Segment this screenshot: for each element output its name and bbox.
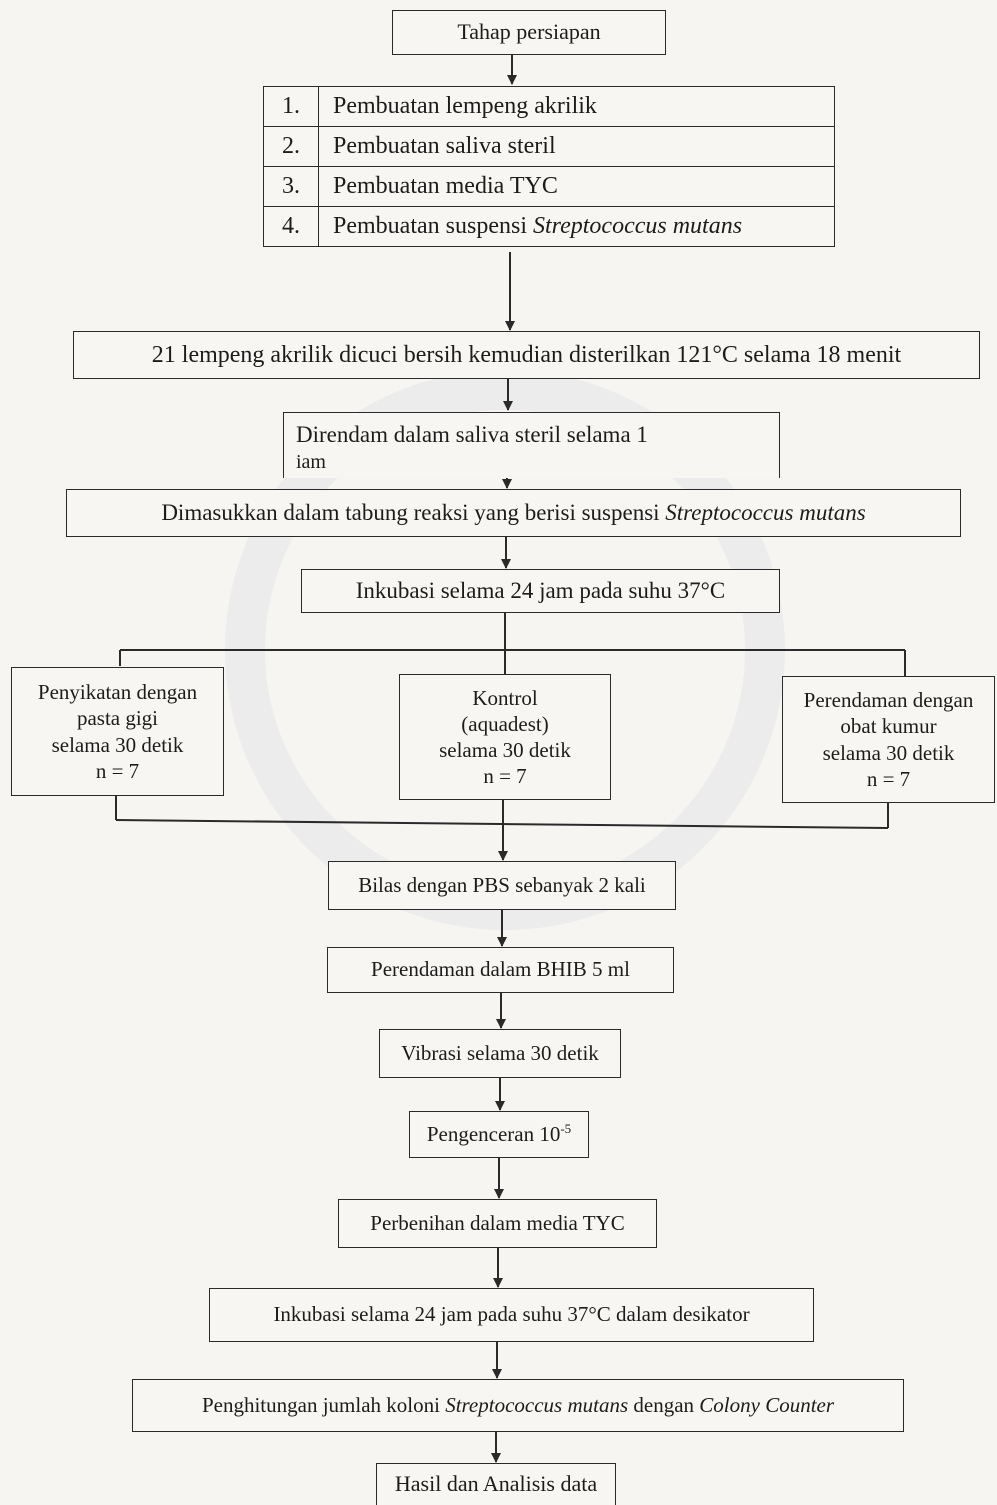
step-number: 4.	[263, 206, 319, 247]
step-text: Pembuatan suspensi Streptococcus mutans	[318, 206, 835, 247]
preparation-step-row: 1. Pembuatan lempeng akrilik	[263, 86, 835, 127]
test-tube-box: Dimasukkan dalam tabung reaksi yang beri…	[66, 489, 961, 537]
bhib-soak-box: Perendaman dalam BHIB 5 ml	[327, 947, 674, 993]
pbs-rinse-box: Bilas dengan PBS sebanyak 2 kali	[328, 861, 676, 910]
preparation-step-row: 3. Pembuatan media TYC	[263, 166, 835, 207]
colony-count-box: Penghitungan jumlah koloni Streptococcus…	[132, 1379, 904, 1432]
merge-bar-bottom	[115, 819, 889, 829]
preparation-steps-table: 1. Pembuatan lempeng akrilik 2. Pembuata…	[263, 86, 835, 247]
group-toothpaste-box: Penyikatan dengan pasta gigi selama 30 d…	[11, 667, 224, 796]
desiccator-incubation-box: Inkubasi selama 24 jam pada suhu 37°C da…	[209, 1288, 814, 1342]
step-text: Pembuatan lempeng akrilik	[318, 86, 835, 127]
step-number: 2.	[263, 126, 319, 167]
group-mouthwash-box: Perendaman dengan obat kumur selama 30 d…	[782, 676, 995, 803]
culture-box: Perbenihan dalam media TYC	[338, 1199, 657, 1248]
preparation-step-row: 4. Pembuatan suspensi Streptococcus muta…	[263, 206, 835, 247]
group-control-box: Kontrol (aquadest) selama 30 detik n = 7	[399, 674, 611, 800]
title-box: Tahap persiapan	[392, 10, 666, 55]
step-number: 1.	[263, 86, 319, 127]
incubation-box: Inkubasi selama 24 jam pada suhu 37°C	[301, 569, 780, 613]
result-analysis-box: Hasil dan Analisis data	[376, 1463, 616, 1505]
dilution-box: Pengenceran 10-5	[409, 1111, 589, 1158]
step-text: Pembuatan saliva steril	[318, 126, 835, 167]
step-number: 3.	[263, 166, 319, 207]
step-text: Pembuatan media TYC	[318, 166, 835, 207]
preparation-step-row: 2. Pembuatan saliva steril	[263, 126, 835, 167]
vibration-box: Vibrasi selama 30 detik	[379, 1029, 621, 1078]
saliva-soak-box: Direndam dalam saliva steril selama 1 ia…	[283, 412, 780, 478]
wash-sterilize-box: 21 lempeng akrilik dicuci bersih kemudia…	[73, 331, 980, 379]
